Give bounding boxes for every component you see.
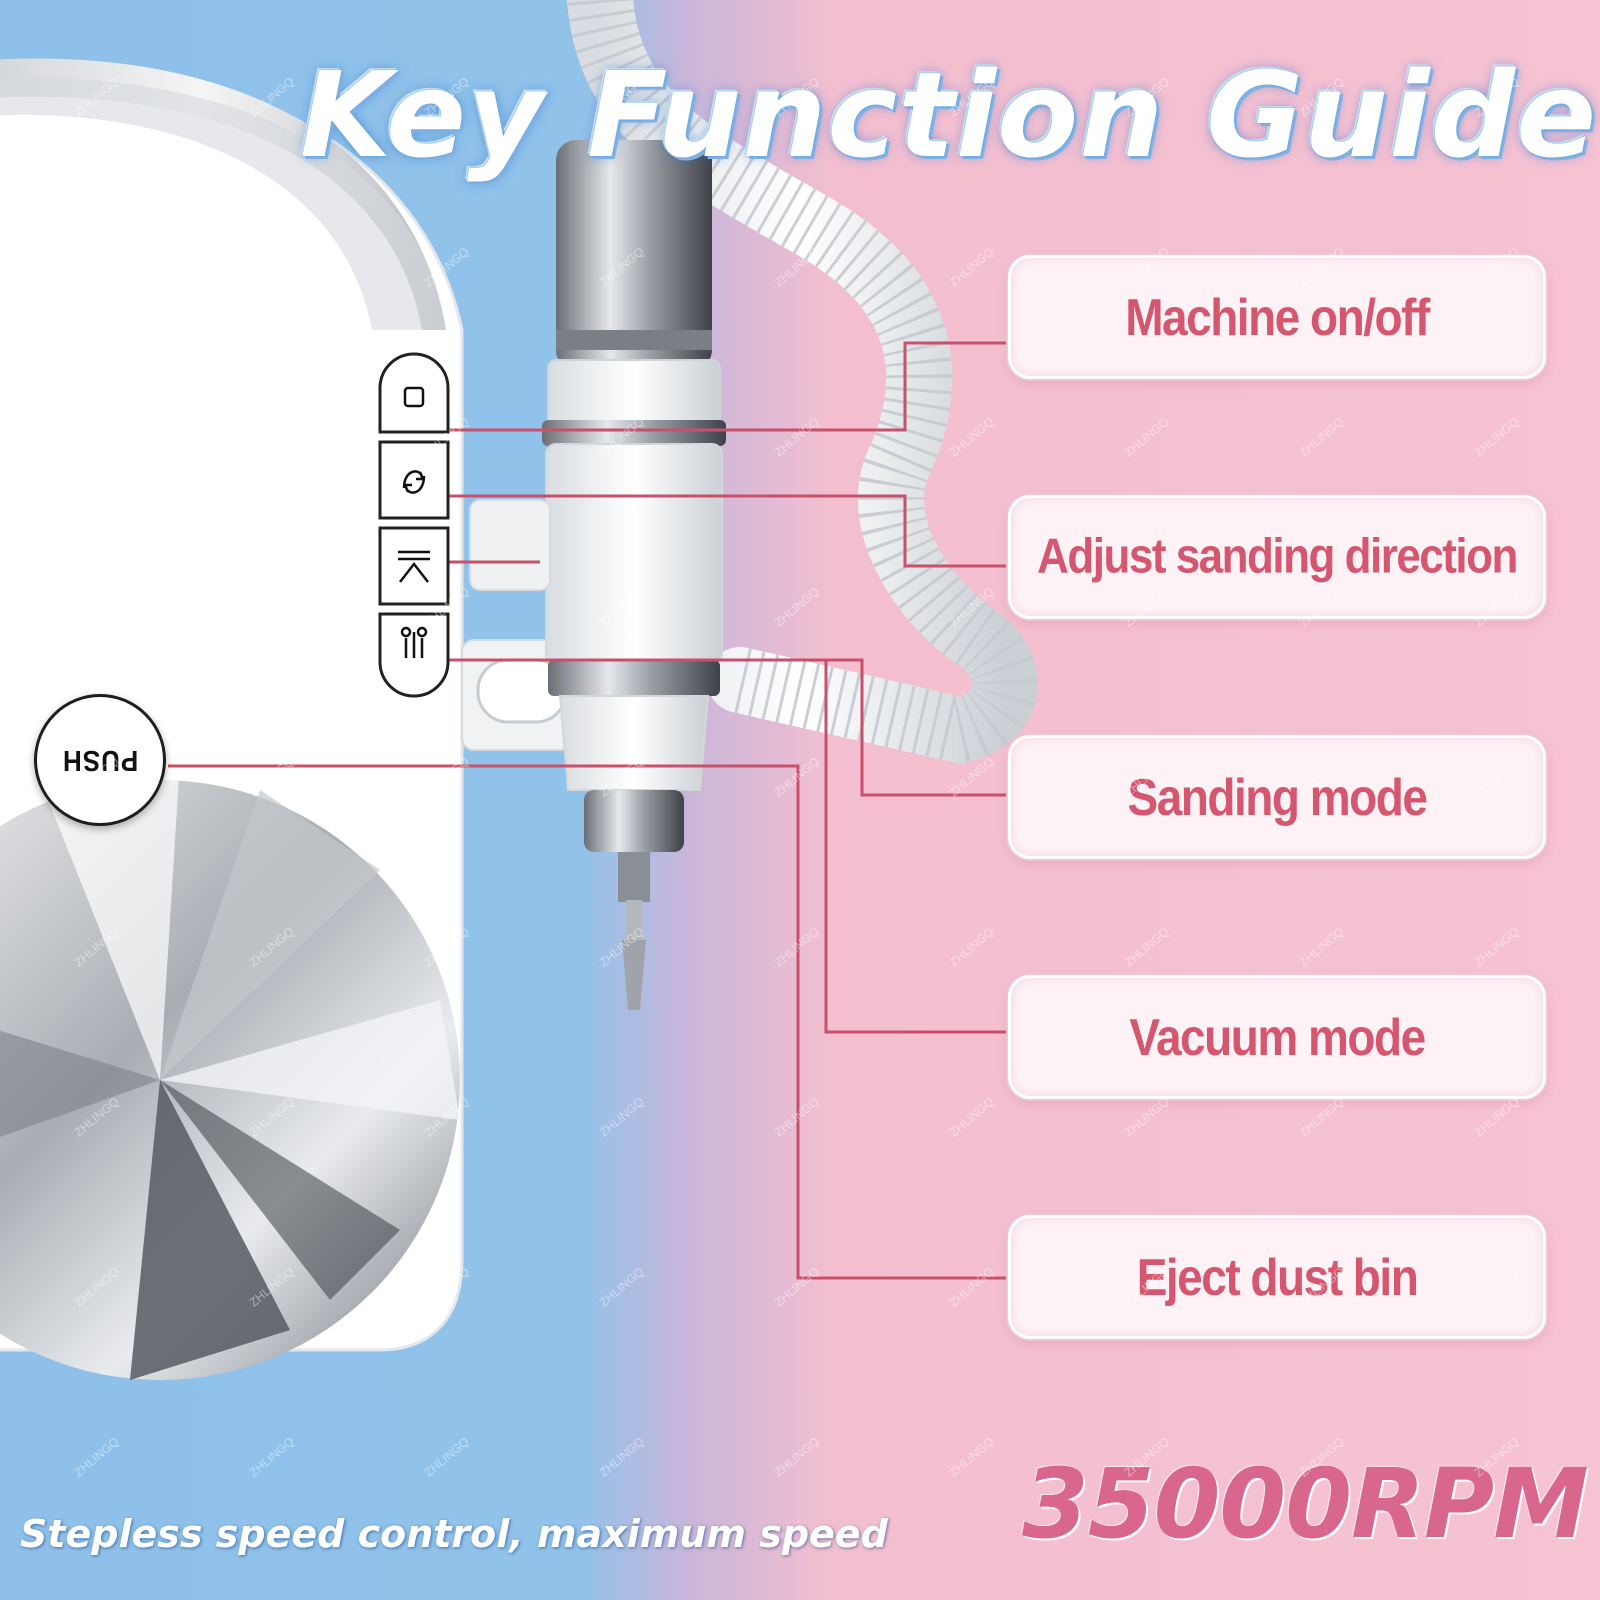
vacuum-mode-button[interactable] [378, 612, 450, 698]
sanding-mode-button[interactable] [378, 526, 450, 606]
leader-lines [168, 341, 1008, 1280]
label-text: Sanding mode [1127, 767, 1428, 827]
push-button-label: PUSH [61, 744, 139, 778]
speed-caption: Stepless speed control, maximum speed [20, 1512, 888, 1556]
label-text: Vacuum mode [1129, 1007, 1426, 1067]
label-text: Machine on/off [1125, 287, 1430, 347]
sanding-mode-icon [398, 550, 430, 583]
label-adjust-sanding-direction: Adjust sanding direction [1008, 495, 1546, 619]
power-button[interactable] [378, 352, 450, 434]
direction-arrows-icon [402, 470, 426, 494]
vacuum-mode-icon [400, 626, 428, 658]
page-title: Key Function Guide [300, 46, 1598, 184]
label-text: Adjust sanding direction [1037, 529, 1518, 584]
drill-handpiece [469, 140, 726, 1010]
control-panel [378, 352, 450, 698]
push-button[interactable]: PUSH [34, 694, 166, 826]
max-rpm: 35000RPM [1022, 1448, 1589, 1560]
label-sanding-mode: Sanding mode [1008, 735, 1546, 859]
label-text: Eject dust bin [1136, 1247, 1419, 1307]
direction-button[interactable] [378, 440, 450, 520]
speed-knob [0, 760, 460, 1380]
label-eject-dust-bin: Eject dust bin [1008, 1215, 1546, 1339]
power-button-icon [403, 386, 425, 408]
label-vacuum-mode: Vacuum mode [1008, 975, 1546, 1099]
label-machine-on-off: Machine on/off [1008, 255, 1546, 379]
